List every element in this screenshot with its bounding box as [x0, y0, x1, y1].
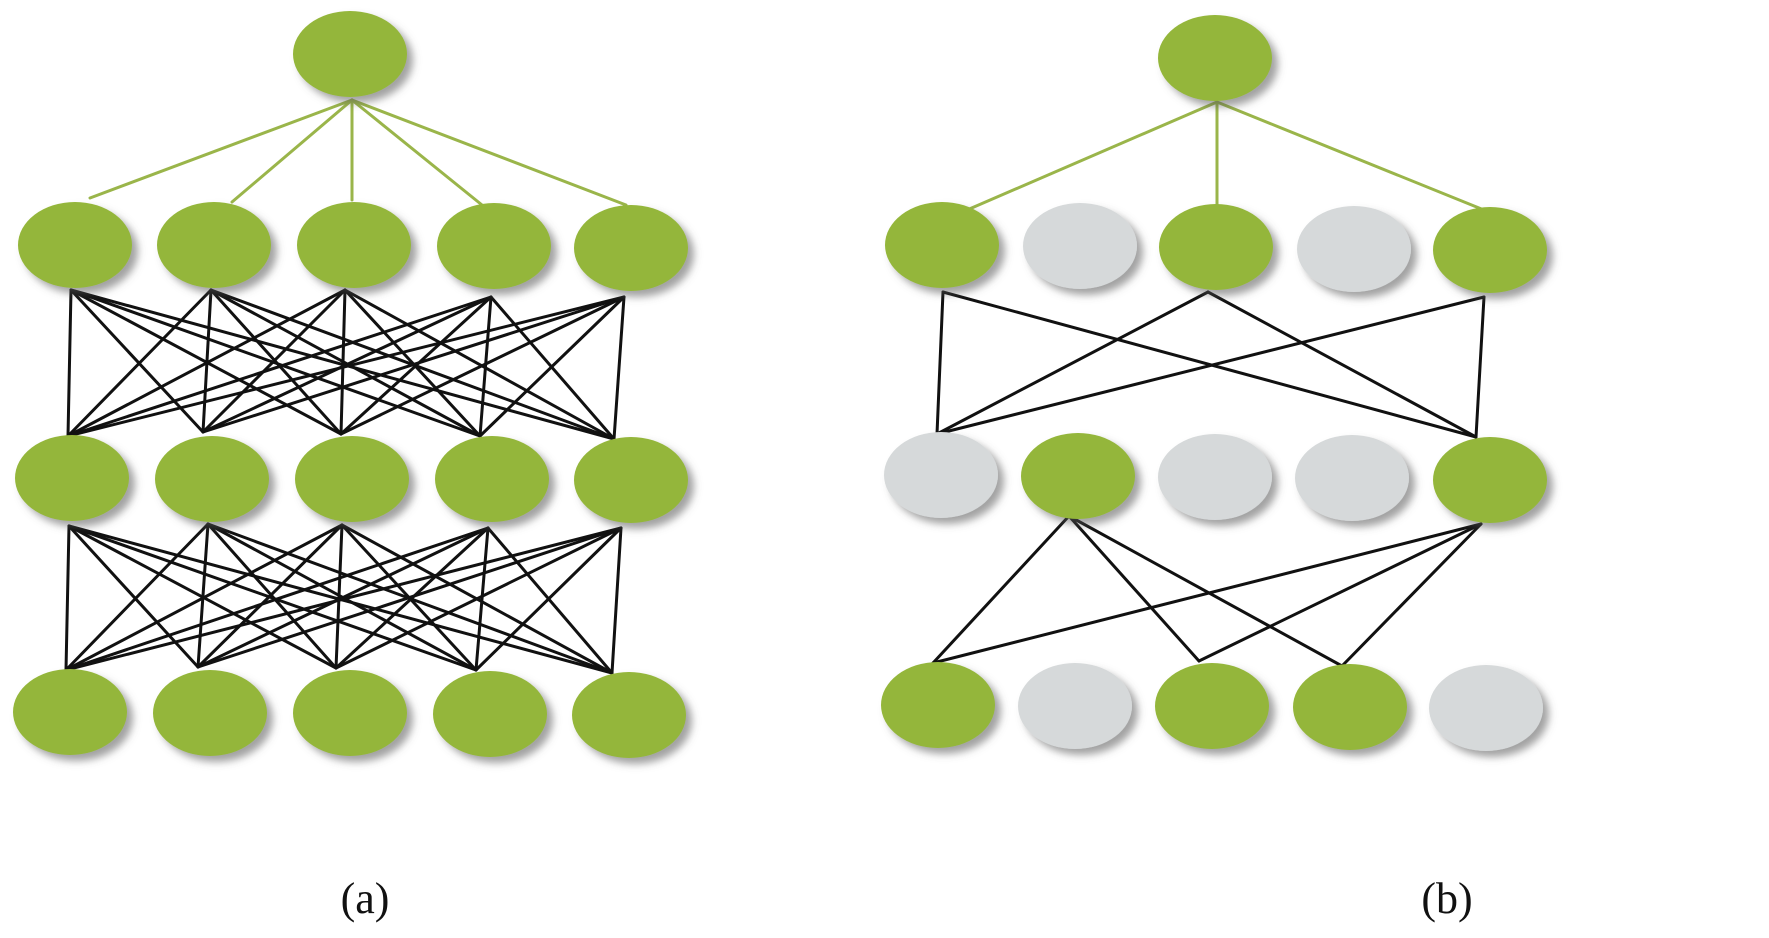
- panel-a-edge-l2-3-l3-4: [486, 526, 614, 675]
- panel-b-edge-l2-1-l3-3: [1067, 514, 1344, 668]
- panel-a-edge-l2-0-l3-1: [67, 524, 200, 669]
- panel-a-edge-l2-4-l3-3: [474, 526, 623, 672]
- panel-a-edge-l1-0-l2-0: [66, 288, 73, 438]
- panel-b-edge-l1-4-l2-0: [935, 295, 1486, 436]
- panel-a-layer1-node-3: [437, 203, 551, 289]
- panel-a-output-edge-0: [88, 98, 354, 200]
- panel-a-output-node: [293, 11, 407, 97]
- panel-a-edges: [64, 98, 628, 675]
- panel-a-edge-l2-4-l3-1: [196, 526, 623, 669]
- panel-a-edge-l1-4-l2-1: [201, 295, 626, 434]
- panel-a-edge-l1-3-l2-1: [201, 295, 493, 434]
- panel-b-caption: (b): [1421, 874, 1473, 923]
- panel-b-layer3-node-4-dropped: [1429, 665, 1543, 751]
- panel-b-layer1-node-3-dropped: [1297, 206, 1411, 292]
- panel-b-layer2-node-4: [1433, 437, 1547, 523]
- panel-a-nodes: [13, 11, 688, 758]
- panel-b-nodes: [881, 15, 1547, 751]
- panel-a-layer3-node-2: [293, 670, 407, 756]
- panel-a-edge-l1-3-l2-0: [66, 295, 493, 438]
- panel-b-layer2-node-3-dropped: [1295, 435, 1409, 521]
- panel-a-edge-l2-4-l3-0: [64, 526, 623, 672]
- panel-a-layer1-node-4: [574, 205, 688, 291]
- panel-a-layer3-node-0: [13, 669, 127, 755]
- panel-a-layer1-node-2: [297, 202, 411, 288]
- panel-a-edge-l1-1-l2-3: [209, 288, 482, 438]
- panel-b-output-node: [1158, 15, 1272, 101]
- panel-b-layer1-node-1-dropped: [1023, 203, 1137, 289]
- panel-a-edge-l2-4-l3-4: [610, 526, 623, 675]
- panel-b-layer2-node-2-dropped: [1158, 434, 1272, 520]
- panel-b-layer3-node-1-dropped: [1018, 663, 1132, 749]
- panel-b-layer3-node-2: [1155, 663, 1269, 749]
- panel-a-edge-l1-2-l2-1: [201, 288, 347, 434]
- panel-a-layer2-node-3: [435, 436, 549, 522]
- panel-a-edge-l1-4-l2-2: [339, 295, 626, 436]
- panel-a-edge-l1-2-l2-4: [343, 288, 616, 441]
- panel-a-edge-l1-3-l2-3: [478, 295, 493, 438]
- panel-b-edge-l1-2-l2-0: [935, 290, 1210, 436]
- panel-a-edge-l2-2-l3-0: [64, 523, 344, 672]
- panel-a-edge-l1-2-l2-2: [339, 288, 347, 436]
- panel-b-output-edge-0: [965, 100, 1219, 212]
- panel-b-layer2-node-0-dropped: [884, 432, 998, 518]
- panel-b-layer2-node-1: [1021, 433, 1135, 519]
- panel-a-layer1-node-0: [18, 202, 132, 288]
- panel-a-layer3-node-4: [572, 672, 686, 758]
- panel-b-edge-l2-4-l3-0: [931, 522, 1483, 665]
- panel-a-layer2-node-4: [574, 437, 688, 523]
- panel-b-output-edge-4: [1215, 100, 1486, 212]
- panel-a-layer3-node-1: [153, 670, 267, 756]
- panel-a-edge-l1-1-l2-2: [209, 288, 343, 436]
- panel-a-edge-l1-3-l2-2: [339, 295, 493, 436]
- panel-b-edge-l2-4-l3-3: [1340, 522, 1483, 668]
- panel-a-output-edge-3: [350, 98, 484, 207]
- panel-b-layer1-node-0: [885, 202, 999, 288]
- panel-b-layer1-node-2: [1159, 204, 1273, 290]
- panel-a-edge-l2-3-l3-0: [64, 526, 490, 672]
- panel-a-edge-l2-1-l3-0: [64, 522, 210, 672]
- panel-b-edge-l2-1-l3-2: [1067, 514, 1201, 663]
- panel-b-dropout-network: [881, 15, 1547, 751]
- panel-a-edge-l2-1-l3-1: [196, 522, 210, 669]
- panel-a-output-edge-1: [230, 98, 354, 204]
- panel-a-edge-l2-4-l3-2: [334, 526, 623, 670]
- panel-a-edge-l2-2-l3-1: [196, 523, 344, 669]
- panel-a-edge-l1-2-l2-3: [343, 288, 482, 438]
- panel-b-edge-l1-2-l2-4: [1206, 290, 1478, 439]
- panel-a-standard-network: [13, 11, 688, 758]
- panel-a-caption: (a): [340, 874, 390, 923]
- panel-a-layer2-node-1: [155, 436, 269, 522]
- panel-a-edge-l2-2-l3-2: [334, 523, 344, 670]
- panel-a-edge-l1-1-l2-0: [66, 288, 213, 438]
- panel-b-edge-l2-1-l3-0: [931, 514, 1071, 665]
- panel-a-edge-l2-3-l3-3: [474, 526, 490, 672]
- panel-b-layer3-node-0: [881, 662, 995, 748]
- panel-a-layer2-node-0: [15, 435, 129, 521]
- panel-a-layer1-node-1: [157, 202, 271, 288]
- panel-b-layer1-node-4: [1433, 207, 1547, 293]
- panel-a-edge-l2-3-l3-1: [196, 526, 490, 669]
- panel-b-edge-l1-0-l2-0: [935, 290, 945, 436]
- panel-a-edge-l2-0-l3-0: [64, 524, 71, 672]
- panel-a-layer2-node-2: [295, 436, 409, 522]
- panel-b-layer3-node-3: [1293, 664, 1407, 750]
- panel-a-edge-l1-1-l2-1: [201, 288, 213, 434]
- panel-a-edge-l1-4-l2-3: [478, 295, 626, 438]
- panel-b-edge-l2-4-l3-2: [1197, 522, 1483, 663]
- panel-a-edge-l1-2-l2-0: [66, 288, 347, 438]
- panel-a-layer3-node-3: [433, 671, 547, 757]
- panel-a-edge-l1-4-l2-0: [66, 295, 626, 438]
- panel-b-edges: [931, 100, 1486, 668]
- panel-a-output-edge-4: [350, 98, 628, 207]
- panel-a-edge-l1-4-l2-4: [612, 295, 626, 441]
- panel-b-edge-l1-4-l2-4: [1474, 295, 1486, 439]
